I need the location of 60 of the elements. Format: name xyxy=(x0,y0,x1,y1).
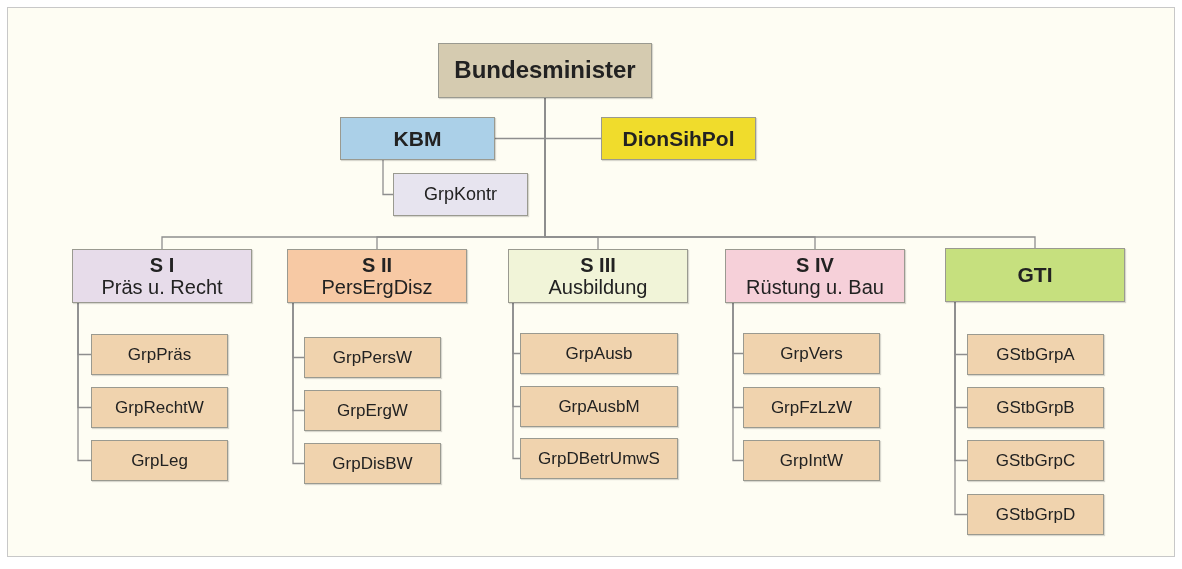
group-box xyxy=(967,334,1104,375)
unit-heading: KBM xyxy=(393,126,442,151)
group-box xyxy=(520,438,678,479)
unit-heading: GTI xyxy=(1017,263,1053,287)
group-box xyxy=(743,387,880,428)
unit-name: GrpDisBW xyxy=(332,454,413,473)
unit-heading: S II xyxy=(362,253,392,276)
unit-name: GStbGrpC xyxy=(995,451,1076,470)
unit-name: GrpRechtW xyxy=(115,398,204,417)
unit-name: Rüstung u. Bau xyxy=(746,276,884,299)
group-box xyxy=(520,333,678,374)
unit-name: Präs u. Recht xyxy=(101,276,223,299)
unit-name: PersErgDisz xyxy=(321,276,433,299)
connector-line xyxy=(512,302,521,460)
group-box xyxy=(91,334,228,375)
connector-line xyxy=(954,301,968,516)
group-box xyxy=(520,386,678,427)
unit-name: GrpKontr xyxy=(424,184,497,205)
department-box xyxy=(287,249,467,303)
unit-name: Ausbildung xyxy=(548,276,648,299)
unit-name: GrpDBetrUmwS xyxy=(538,449,660,468)
connector-line xyxy=(77,302,92,462)
unit-name: GrpAusbM xyxy=(558,397,640,416)
connector-line xyxy=(292,302,305,465)
group-box xyxy=(91,387,228,428)
department-box xyxy=(945,248,1125,302)
department-box xyxy=(72,249,252,303)
unit-name: GStbGrpD xyxy=(995,505,1076,524)
unit-heading: S III xyxy=(580,253,616,276)
connector-line xyxy=(382,159,394,196)
department-box xyxy=(508,249,688,303)
group-box xyxy=(967,494,1104,535)
unit-name: GStbGrpA xyxy=(996,345,1075,364)
department-box xyxy=(340,117,495,160)
unit-heading: S I xyxy=(149,253,175,276)
unit-name: GrpPersW xyxy=(332,348,413,367)
group-box xyxy=(743,333,880,374)
unit-name: GrpErgW xyxy=(337,401,408,420)
unit-name: GrpVers xyxy=(780,344,843,363)
group-box xyxy=(304,390,441,431)
group-box xyxy=(393,173,528,216)
unit-name: GStbGrpB xyxy=(996,398,1075,417)
group-box xyxy=(967,440,1104,481)
group-box xyxy=(304,337,441,378)
unit-name: GrpPräs xyxy=(127,345,192,364)
unit-name: GrpFzLzW xyxy=(770,398,853,417)
unit-heading: Bundesminister xyxy=(454,57,636,84)
connector-line xyxy=(732,302,744,462)
department-box xyxy=(601,117,756,160)
unit-name: GrpIntW xyxy=(779,451,844,470)
department-box xyxy=(725,249,905,303)
group-box xyxy=(743,440,880,481)
group-box xyxy=(967,387,1104,428)
minister-box xyxy=(438,43,652,98)
group-box xyxy=(91,440,228,481)
unit-heading: DionSihPol xyxy=(622,126,735,151)
group-box xyxy=(304,443,441,484)
unit-heading: S IV xyxy=(796,253,834,276)
unit-name: GrpAusb xyxy=(565,344,633,363)
unit-name: GrpLeg xyxy=(131,451,188,470)
